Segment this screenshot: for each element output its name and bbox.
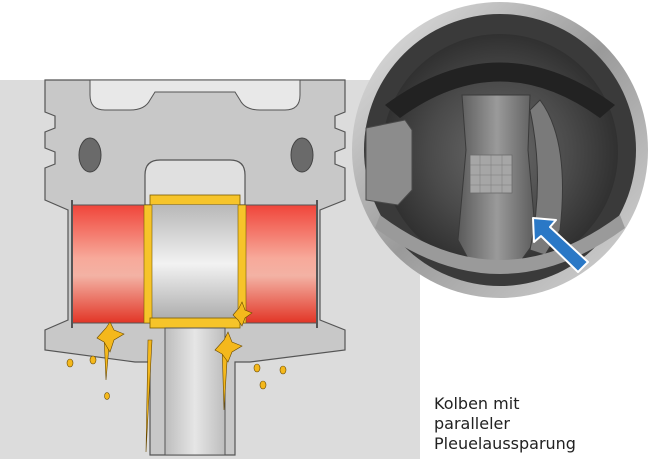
oil-splash-pin <box>232 301 253 327</box>
oil-splash-mid <box>214 331 243 363</box>
oil-splash-left <box>96 321 125 353</box>
conrod-small-end <box>144 159 246 206</box>
oil-droplets <box>66 355 287 400</box>
oil-gallery-right <box>290 137 314 173</box>
oil-droplet-icon <box>259 380 267 390</box>
right-boss <box>529 99 563 256</box>
conrod-shaft <box>164 327 226 456</box>
oil-droplet-icon <box>253 363 261 373</box>
piston-pin-center <box>150 205 240 323</box>
conrod-bushing-top <box>149 194 241 206</box>
oil-droplet-icon <box>104 392 110 400</box>
left-boss <box>365 119 413 206</box>
oil-drip-long <box>145 339 153 453</box>
caption-line-3: Pleuelaussparung <box>434 434 576 453</box>
oil-droplet-icon <box>89 355 97 365</box>
oil-droplet-icon <box>279 365 287 375</box>
caption-line-2: paralleler <box>434 414 510 433</box>
piston-photo <box>352 2 648 298</box>
oil-gallery-left <box>78 137 102 173</box>
crown-recess <box>89 79 301 111</box>
oil-droplet-icon <box>66 358 74 368</box>
bushing-left <box>143 204 153 324</box>
bushing-bottom <box>149 317 241 329</box>
caption-line-1: Kolben mit <box>434 394 520 413</box>
direction-arrow-icon <box>532 217 589 273</box>
caption: Kolben mit paralleler Pleuelaussparung <box>434 394 624 454</box>
oil-splash-group <box>96 301 253 453</box>
